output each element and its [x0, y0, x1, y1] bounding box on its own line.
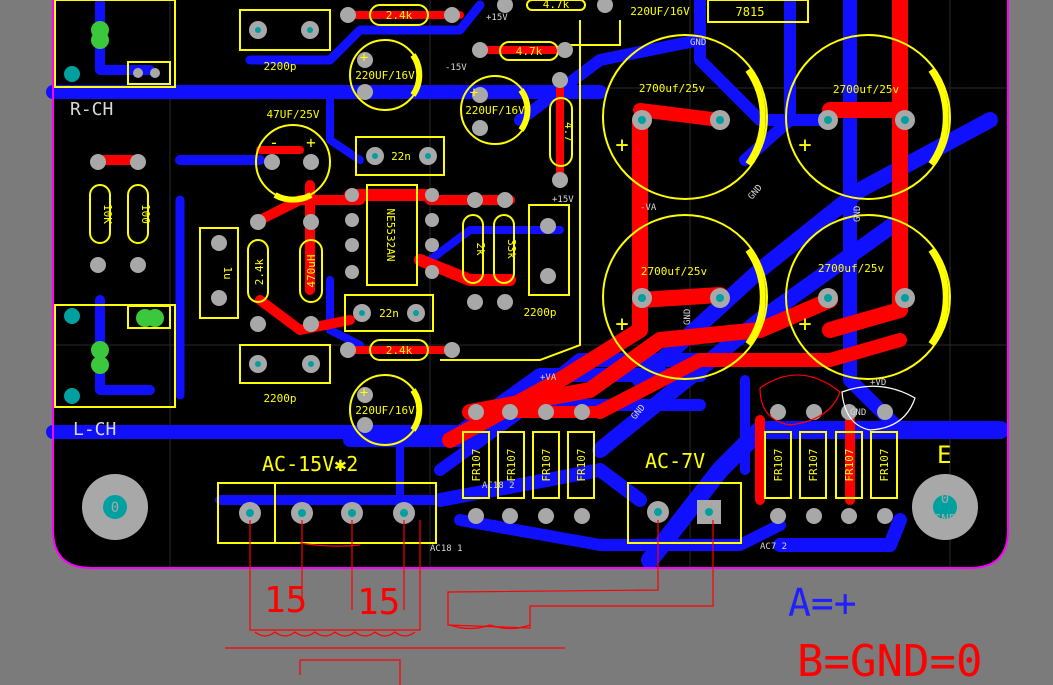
label-c-22n-top: 22n	[391, 150, 411, 163]
polarity-plus-7: +	[470, 85, 478, 101]
label-fr107-8: FR107	[878, 448, 891, 481]
label-r-33k: 33k	[505, 239, 518, 259]
label-e-2700-4: 2700uf/25v	[818, 262, 885, 275]
annotation-15-b: 15	[357, 582, 400, 623]
polarity-plus-1: +	[615, 133, 628, 158]
label-c-2200p-mid: 2200p	[263, 392, 296, 405]
label-r-47k-mid: 4.7k	[516, 45, 543, 58]
label-r-ch: R-CH	[70, 99, 113, 120]
label-c-2200p-right: 2200p	[523, 306, 556, 319]
net-label-gnd-6: GND	[850, 408, 866, 418]
annotation-15-a: 15	[264, 580, 307, 621]
net-label-minus15: -15V	[445, 63, 467, 73]
label-l-ch: L-CH	[73, 419, 116, 440]
label-r-24k-top: 2.4k	[386, 9, 413, 22]
label-fr107-2: FR107	[505, 448, 518, 481]
mounting-hole-left: 0	[82, 474, 148, 540]
net-label-va-minus: -VA	[640, 203, 657, 213]
mounting-hole-left-label: 0	[111, 500, 119, 516]
label-reg-7815: 7815	[736, 5, 765, 19]
label-e-2700-1: 2700uf/25v	[639, 82, 706, 95]
polarity-plus-6: +	[360, 50, 368, 66]
label-e-220uf-c: 220UF/16V	[355, 404, 415, 417]
mounting-hole-right: 0 GND	[912, 474, 978, 540]
net-label-ac18-2: AC18 2	[482, 481, 515, 491]
net-label-va-plus: +VA	[540, 373, 557, 383]
label-fr107-6: FR107	[807, 448, 820, 481]
label-ac15v: AC-15V✱2	[262, 452, 358, 476]
net-label-ac18-1: AC18 1	[430, 544, 463, 554]
label-r-100: 100	[139, 204, 152, 224]
net-label-plus15-a: +15V	[486, 13, 508, 23]
connector-pads	[64, 21, 164, 404]
label-r-24k-mid: 2.4k	[253, 258, 266, 285]
label-fr107-5: FR107	[772, 448, 785, 481]
label-e-2700-2: 2700uf/25v	[833, 83, 900, 96]
label-c-1u: 1u	[221, 266, 234, 279]
label-r-47k-top: 4.7k	[543, 0, 570, 11]
label-r-24k-bottom: 2.4k	[386, 344, 413, 357]
silkscreen-layer	[89, 0, 951, 544]
label-r-2k: 2k	[474, 242, 487, 256]
pad-holes	[246, 27, 909, 517]
net-label-ac7-2: AC7 2	[760, 542, 787, 552]
mounting-hole-gnd-label: GND	[933, 513, 957, 528]
board-outline	[52, 0, 1009, 569]
polarity-plus-8: +	[360, 385, 368, 401]
handwritten-annotations	[225, 374, 916, 685]
net-label-gnd-5: GND	[853, 206, 863, 222]
polarity-plus-3: +	[615, 312, 628, 337]
net-label-gnd-1: GND	[690, 38, 706, 48]
connector-r-ch	[54, 0, 176, 88]
label-fr107-3: FR107	[540, 448, 553, 481]
label-r-470uh: 470uH	[305, 254, 318, 287]
label-ic-ne5532: NE5532AN	[384, 209, 397, 262]
net-label-plus15-b: +15V	[552, 195, 574, 205]
label-e-2700-3: 2700uf/25v	[641, 265, 708, 278]
label-e-220uf-a: 220UF/16V	[355, 69, 415, 82]
polarity-plus-4: +	[798, 312, 811, 337]
polarity-plus-2: +	[798, 133, 811, 158]
polarity-minus-5: -	[269, 133, 279, 152]
label-c-2200p-top: 2200p	[263, 60, 296, 73]
capacitor-polarity-arcs	[273, 53, 949, 432]
label-c-22n-bottom: 22n	[379, 307, 399, 320]
mounting-hole-right-label: 0	[941, 491, 949, 507]
net-label-vd-plus: +VD	[870, 378, 886, 388]
label-r-47-v: 4.7	[562, 122, 575, 142]
label-e-220uf-top: 220UF/16V	[630, 5, 690, 18]
label-e-220uf-b: 220UF/16V	[465, 104, 525, 117]
annotation-legend-b: B=GND=0	[797, 636, 982, 685]
annotation-legend-a: A=+	[788, 581, 857, 625]
net-label-gnd-3: GND	[683, 309, 693, 325]
label-fr107-7: FR107	[843, 448, 856, 481]
label-fr107-1: FR107	[470, 448, 483, 481]
label-r-10k: 10K	[101, 204, 114, 224]
label-fr107-4: FR107	[575, 448, 588, 481]
label-e: E	[937, 441, 951, 469]
label-e-47uf: 47UF/25V	[267, 108, 320, 121]
connector-l-ch	[54, 304, 176, 408]
label-ac7v: AC-7V	[645, 449, 705, 473]
polarity-plus-5: +	[306, 133, 316, 152]
